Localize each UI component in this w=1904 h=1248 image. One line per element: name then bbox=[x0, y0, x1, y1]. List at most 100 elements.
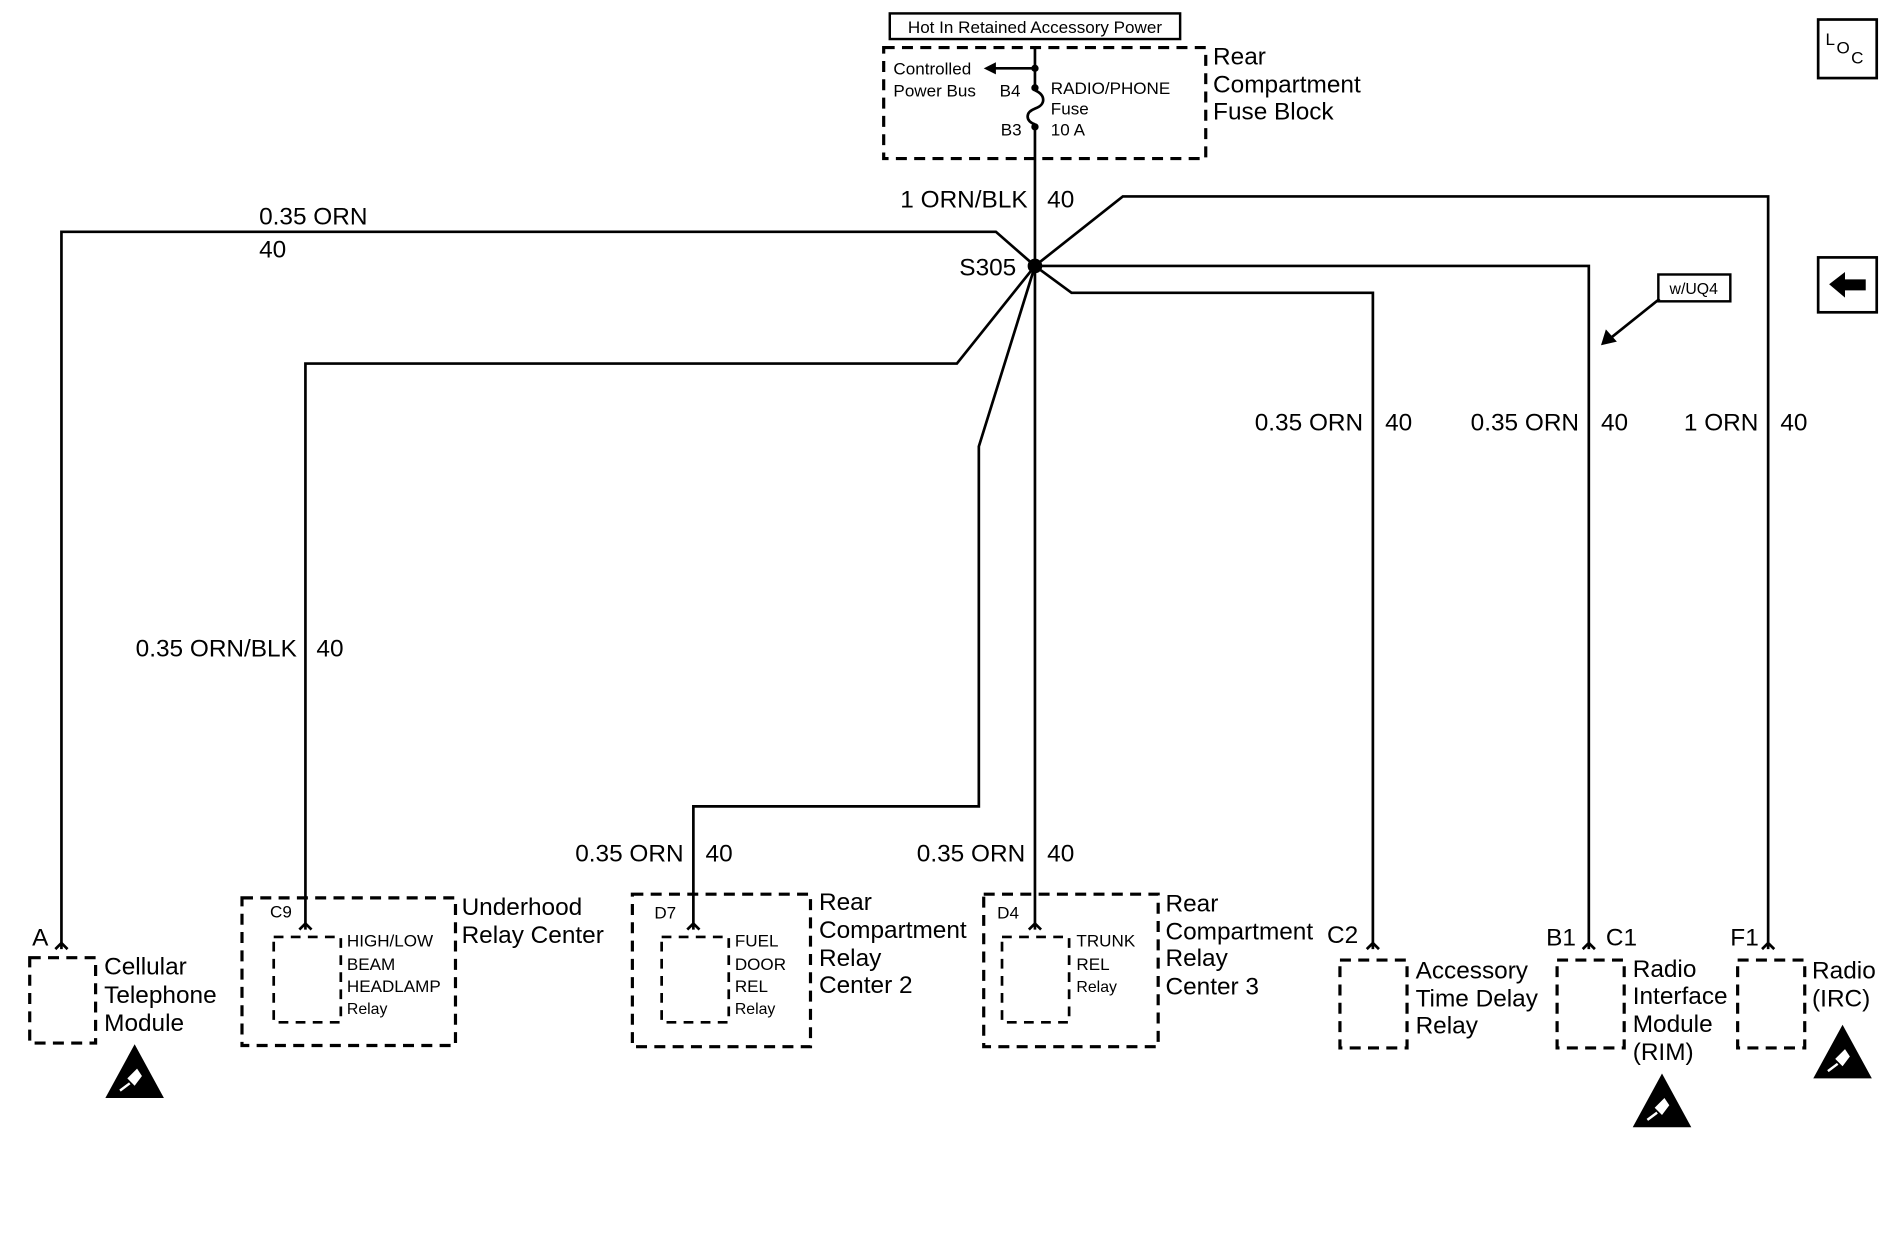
bus-arrow-icon bbox=[983, 62, 996, 75]
headlamp-relay-label: HEADLAMP bbox=[347, 977, 441, 996]
splice-dot bbox=[1027, 258, 1043, 274]
wire-radio bbox=[1034, 195, 1770, 950]
fuel-relay-label: REL bbox=[735, 977, 768, 996]
trunk-relay-label: REL bbox=[1076, 955, 1109, 974]
relay-center-3-label: Rear bbox=[1165, 890, 1218, 917]
cellular-label: Cellular bbox=[104, 954, 187, 981]
wire-accessory bbox=[1034, 264, 1375, 950]
fuse-block-name: Rear Compartment Fuse Block bbox=[1213, 44, 1361, 126]
trunk-relay-label: TRUNK bbox=[1076, 932, 1135, 951]
accessory-label: Relay bbox=[1416, 1012, 1479, 1039]
connector-terminal-icon bbox=[54, 941, 69, 951]
rim-pin-label: B1 bbox=[1546, 924, 1576, 951]
relay-center-2-label: Center 2 bbox=[819, 972, 913, 999]
rim-box bbox=[1555, 958, 1626, 1050]
rim-label: Interface bbox=[1633, 983, 1728, 1010]
wire-trunk-label: 0.35 ORN bbox=[917, 840, 1025, 867]
accessory-label: Time Delay bbox=[1416, 985, 1539, 1012]
fuse-name: RADIO/PHONE bbox=[1051, 79, 1170, 98]
feed-wire-circuit: 40 bbox=[1047, 186, 1074, 213]
esd-warning-icon bbox=[105, 1044, 164, 1098]
wire-accessory-circuit: 40 bbox=[1385, 410, 1412, 437]
cellular-pin-label: A bbox=[32, 924, 49, 951]
radio-label: Radio bbox=[1812, 957, 1876, 984]
headlamp-pin-label: C9 bbox=[270, 902, 292, 921]
wire-rim-label: 0.35 ORN bbox=[1471, 410, 1579, 437]
headlamp-relay-label: HIGH/LOW bbox=[347, 932, 434, 951]
fuel-pin-label: D7 bbox=[654, 904, 676, 923]
cellular-module-box bbox=[28, 956, 98, 1045]
fuse-icon bbox=[1026, 89, 1045, 126]
connector-terminal-icon bbox=[1761, 941, 1776, 951]
fuse-terminal-dot bbox=[1031, 84, 1039, 92]
fuse-block-name-line: Fuse Block bbox=[1213, 99, 1334, 126]
option-tag: w/UQ4 bbox=[1669, 281, 1719, 298]
fuel-door-relay-box bbox=[660, 935, 731, 1024]
loc-icon-sub: O bbox=[1836, 39, 1849, 58]
fuse-block-name-line: Compartment bbox=[1213, 72, 1361, 99]
wire-headlamp-circuit: 40 bbox=[316, 635, 343, 662]
connector-terminal-icon bbox=[298, 921, 313, 931]
trunk-relay-label: Relay bbox=[1076, 979, 1117, 996]
relay-center-3-label: Relay bbox=[1165, 945, 1228, 972]
wire-fuel-door bbox=[692, 265, 1037, 930]
wire-rim-circuit: 40 bbox=[1601, 410, 1628, 437]
wire-radio-circuit: 40 bbox=[1780, 410, 1807, 437]
radio-pin-label: F1 bbox=[1730, 924, 1758, 951]
back-arrow-button[interactable] bbox=[1816, 256, 1879, 314]
left-arrow-icon bbox=[1829, 272, 1866, 298]
relay-center-2-label: Relay bbox=[819, 945, 882, 972]
accessory-label: Accessory bbox=[1416, 957, 1529, 984]
option-arrow-icon bbox=[1601, 329, 1617, 346]
wire-fuel-label: 0.35 ORN bbox=[575, 840, 683, 867]
fuse-pin-top: B4 bbox=[1000, 81, 1021, 100]
fuel-relay-label: DOOR bbox=[735, 955, 786, 974]
fuse-pin-bottom: B3 bbox=[1001, 120, 1022, 139]
esd-warning-icon bbox=[1632, 1073, 1692, 1128]
controlled-power-bus-label: Controlled bbox=[893, 59, 971, 78]
underhood-relay-center-box bbox=[240, 896, 458, 1048]
wire-accessory-label: 0.35 ORN bbox=[1255, 410, 1363, 437]
option-tag-box bbox=[1657, 273, 1732, 303]
underhood-center-label: Underhood bbox=[462, 894, 583, 921]
header-label-box bbox=[888, 12, 1182, 41]
splice-label: S305 bbox=[959, 255, 1016, 282]
relay-center-3-box bbox=[982, 892, 1160, 1049]
feed-wire-label: 1 ORN/BLK bbox=[900, 186, 1027, 213]
controlled-power-bus-label: Power Bus bbox=[893, 81, 976, 100]
headlamp-relay-label: Relay bbox=[347, 1001, 388, 1018]
trunk-relay-box bbox=[1000, 935, 1071, 1024]
fuse-rating: 10 A bbox=[1051, 120, 1086, 139]
option-pointer-line bbox=[1609, 297, 1661, 339]
cellular-label: Module bbox=[104, 1010, 184, 1037]
relay-center-2-label: Rear bbox=[819, 889, 872, 916]
loc-icon[interactable]: L O C bbox=[1816, 18, 1879, 80]
fuse-block-box bbox=[882, 45, 1208, 161]
rim-pin-label: C1 bbox=[1606, 924, 1637, 951]
connector-terminal-icon bbox=[1027, 921, 1043, 931]
connector-terminal-icon bbox=[1581, 941, 1596, 951]
cellular-label: Telephone bbox=[104, 982, 216, 1009]
header-label: Hot In Retained Accessory Power bbox=[908, 18, 1162, 37]
accessory-pin-label: C2 bbox=[1327, 922, 1358, 949]
fuel-relay-label: Relay bbox=[735, 1001, 776, 1018]
wire-trunk-circuit: 40 bbox=[1047, 840, 1074, 867]
connector-terminal-icon bbox=[686, 921, 701, 931]
radio-label: (IRC) bbox=[1812, 985, 1870, 1012]
relay-center-3-label: Compartment bbox=[1165, 918, 1313, 945]
fuse-name: Fuse bbox=[1051, 100, 1089, 119]
loc-icon-main: L bbox=[1825, 30, 1835, 49]
radio-box bbox=[1736, 958, 1807, 1050]
wire-cellular-circuit: 40 bbox=[259, 236, 286, 263]
wire-headlamp-label: 0.35 ORN/BLK bbox=[136, 635, 297, 662]
trunk-pin-label: D4 bbox=[997, 904, 1019, 923]
rim-label: (RIM) bbox=[1633, 1039, 1694, 1066]
relay-center-3-label: Center 3 bbox=[1165, 973, 1259, 1000]
wire-cellular bbox=[60, 230, 1036, 950]
rim-label: Module bbox=[1633, 1011, 1713, 1038]
headlamp-relay-label: BEAM bbox=[347, 955, 395, 974]
wire-cellular-label: 0.35 ORN bbox=[259, 203, 367, 230]
wire-headlamp bbox=[304, 265, 1037, 930]
fuse-block-name-line: Rear bbox=[1213, 44, 1266, 71]
